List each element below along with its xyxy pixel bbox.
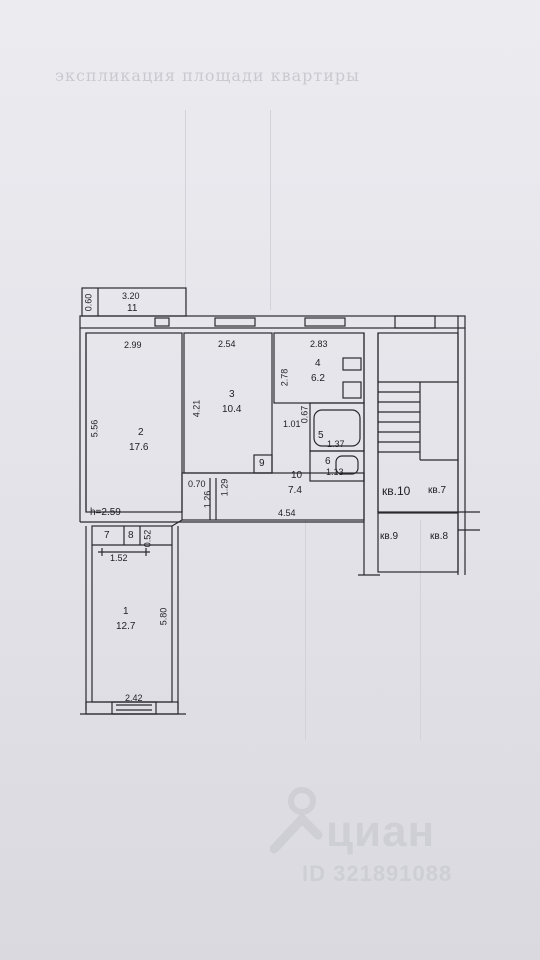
dim-room1-side: 5.80 (158, 607, 169, 626)
background-grid-line (305, 520, 306, 740)
background-grid-line (185, 110, 186, 310)
dim-room4-side: 2.78 (279, 368, 290, 387)
room-2-area: 17.6 (129, 442, 149, 453)
room-1-number: 1 (123, 606, 129, 617)
apartment-label-main: кв.10 (382, 484, 411, 498)
dim-bath-depth: 0.67 (299, 405, 310, 424)
room-2-number: 2 (138, 427, 144, 438)
room-5-area: 1.37 (327, 439, 345, 449)
room-10-number: 10 (291, 470, 303, 481)
watermark-id: ID 321891088 (302, 861, 453, 886)
landing-outline (377, 511, 459, 573)
room-7-number: 7 (104, 530, 110, 541)
dim-room3-side: 4.21 (191, 399, 202, 418)
watermark: циан ID 321891088 (270, 785, 510, 895)
dim-room2-top: 2.99 (124, 340, 142, 350)
dim-room1-bottom: 2.42 (125, 693, 143, 703)
dim-hall-gap: 0.70 (188, 479, 206, 489)
dim-bath-width: 1.01 (283, 419, 301, 429)
apartment-label-c: кв.8 (430, 531, 449, 542)
room-8-number: 8 (128, 530, 134, 541)
room-4-number: 4 (315, 358, 321, 369)
room-10-area: 7.4 (288, 485, 302, 496)
dim-hall-side-a: 1.26 (202, 490, 213, 509)
apartment-label-a: кв.7 (428, 485, 447, 496)
room-9-number: 9 (259, 458, 265, 469)
dim-room4-top: 2.83 (310, 339, 328, 349)
room-1-area: 12.7 (116, 621, 136, 632)
dim-closet-width: 1.52 (110, 553, 128, 563)
room-6-area: 1.13 (326, 467, 344, 477)
room-5-number: 5 (318, 430, 324, 441)
dim-room2-side: 5.56 (89, 419, 100, 438)
background-grid-line (420, 520, 421, 740)
watermark-brand: циан (326, 807, 436, 856)
dim-balcony-depth: 0.60 (83, 293, 94, 312)
background-grid-line (270, 110, 271, 310)
location-pin-logo-icon (270, 787, 323, 854)
room-3-number: 3 (229, 389, 235, 400)
dim-closet-depth: 0.52 (142, 529, 153, 548)
room-2-outline (85, 332, 183, 513)
height-mark: h=2.59 (90, 507, 121, 518)
dim-balcony-width: 3.20 (122, 291, 140, 301)
background-heading: экспликация площади квартиры (55, 66, 360, 85)
apartment-label-b: кв.9 (380, 531, 399, 542)
room-11-number: 11 (127, 303, 138, 314)
room-3-area: 10.4 (222, 404, 242, 415)
dim-room3-top: 2.54 (218, 339, 236, 349)
room-6-number: 6 (325, 456, 331, 467)
dim-hall-side-b: 1.29 (219, 478, 230, 497)
dim-hall-width: 4.54 (278, 508, 296, 518)
room-4-area: 6.2 (311, 373, 325, 384)
